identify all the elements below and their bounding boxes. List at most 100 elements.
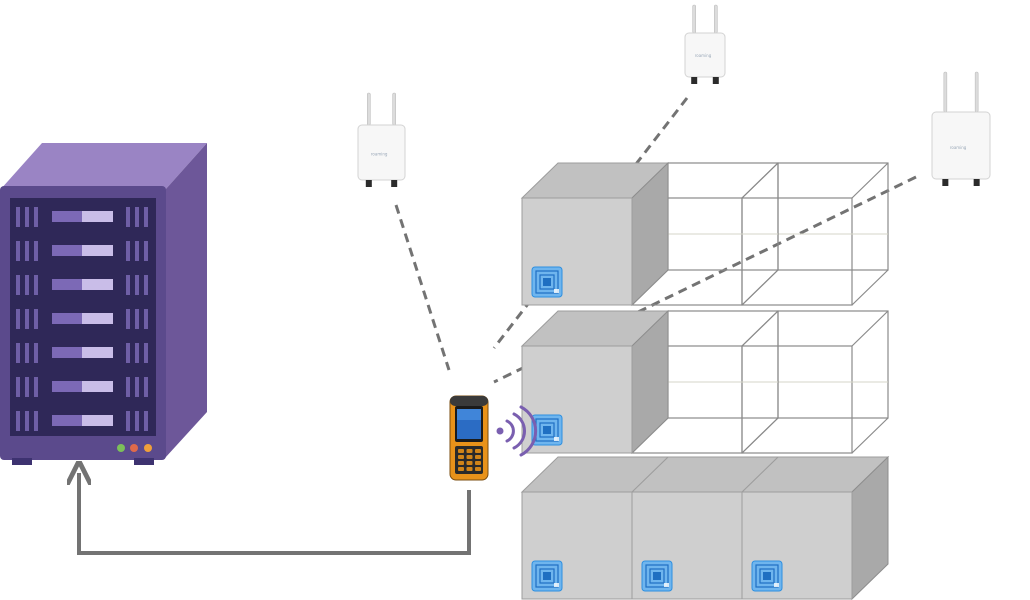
link-reader-to-server [79, 473, 471, 555]
vent-slot [144, 309, 148, 329]
vent-slot [16, 343, 20, 363]
server-rack[interactable] [0, 143, 207, 465]
drive-light [82, 347, 113, 358]
rfid-tag-icon [751, 560, 783, 592]
status-led-red [130, 444, 138, 452]
access-point-2[interactable]: roaming [684, 4, 726, 84]
vent-slot [25, 275, 29, 295]
signal-dot [496, 427, 504, 435]
vent-slot [144, 343, 148, 363]
drive-bay [52, 279, 82, 290]
vent-slot [126, 309, 130, 329]
drive-bay [52, 313, 82, 324]
rfid-tag-icon [531, 266, 563, 298]
vent-slot [34, 207, 38, 227]
inventory-box[interactable] [520, 309, 670, 455]
drive-light [82, 415, 113, 426]
access-point-label: roaming [950, 145, 967, 150]
status-led-green [117, 444, 125, 452]
inventory-box[interactable] [630, 456, 780, 600]
access-point-1[interactable]: roaming [357, 92, 406, 187]
vent-slot [144, 275, 148, 295]
drive-bay [52, 415, 82, 426]
access-point-3[interactable]: roaming [931, 71, 991, 186]
rack-unit [16, 241, 148, 261]
key [475, 467, 481, 471]
vent-slot [25, 207, 29, 227]
drive-bay [52, 347, 82, 358]
vent-slot [16, 275, 20, 295]
rack-unit [16, 309, 148, 329]
rfid-signal-waves [496, 405, 538, 457]
vent-slot [135, 207, 139, 227]
vent-slot [25, 241, 29, 261]
rack-unit [16, 343, 148, 363]
drive-light [82, 381, 113, 392]
connector [942, 179, 949, 186]
drive-light [82, 245, 113, 256]
vent-slot [126, 207, 130, 227]
vent-slot [144, 377, 148, 397]
vent-slot [135, 411, 139, 431]
vent-slot [135, 343, 139, 363]
vent-slot [135, 275, 139, 295]
signal-wave [505, 419, 515, 443]
vent-slot [34, 309, 38, 329]
rfid-handheld-reader[interactable] [449, 395, 489, 481]
key [466, 455, 473, 459]
vent-slot [144, 207, 148, 227]
key [466, 461, 473, 465]
vent-slot [135, 377, 139, 397]
drive-light [82, 313, 113, 324]
inventory-box[interactable] [520, 161, 670, 307]
vent-slot [25, 343, 29, 363]
vent-slot [25, 411, 29, 431]
rack-unit [16, 207, 148, 227]
server-top-face [0, 143, 207, 190]
rfid-tag-icon [641, 560, 673, 592]
connector [973, 179, 980, 186]
access-points: roaming roaming roaming [357, 4, 991, 187]
vent-slot [34, 411, 38, 431]
signal-wave [512, 412, 527, 450]
vent-slot [126, 241, 130, 261]
reader-top-band [450, 396, 488, 406]
connector [712, 77, 719, 84]
vent-slot [16, 309, 20, 329]
access-point-label: roaming [695, 53, 712, 58]
key [466, 467, 473, 471]
key [475, 449, 481, 453]
vent-slot [16, 241, 20, 261]
vent-slot [126, 411, 130, 431]
key [458, 467, 464, 471]
drive-bay [52, 211, 82, 222]
vent-slot [126, 377, 130, 397]
drive-light [82, 211, 113, 222]
rfid-tag-icon [531, 560, 563, 592]
rack-unit [16, 411, 148, 431]
key [458, 455, 464, 459]
connector [391, 180, 398, 187]
access-point-body [684, 32, 726, 78]
vent-slot [16, 377, 20, 397]
connector [691, 77, 698, 84]
rack-units [16, 207, 148, 431]
vent-slot [34, 241, 38, 261]
warehouse-shelving [520, 161, 890, 600]
antenna [943, 71, 948, 113]
antenna [392, 92, 396, 126]
vent-slot [16, 207, 20, 227]
key [475, 455, 481, 459]
reader-keys [458, 449, 481, 471]
access-point-body [357, 124, 406, 181]
inventory-box[interactable] [520, 456, 670, 600]
rack-unit [16, 275, 148, 295]
vent-slot [25, 377, 29, 397]
inventory-box[interactable] [740, 455, 890, 600]
antenna [974, 71, 979, 113]
vent-slot [34, 377, 38, 397]
server-side-face [165, 143, 207, 458]
antenna [713, 4, 718, 34]
